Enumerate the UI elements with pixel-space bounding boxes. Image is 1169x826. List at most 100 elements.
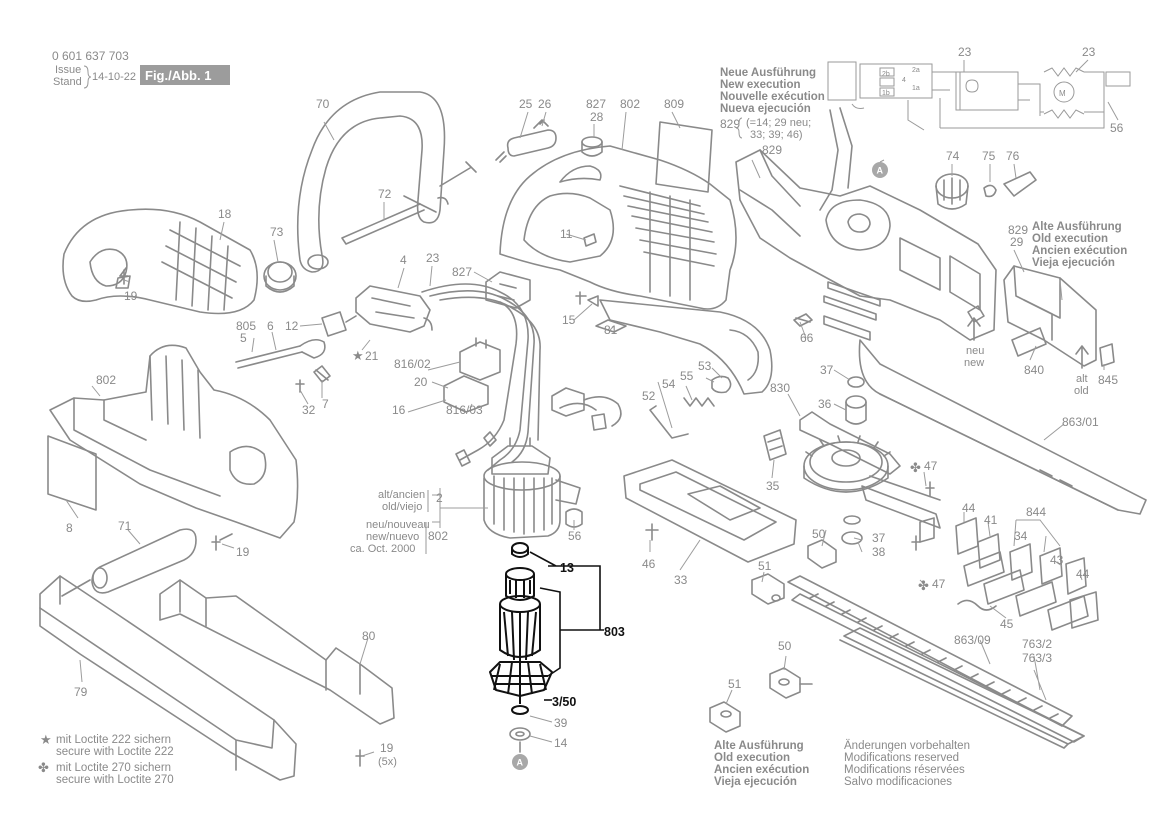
label-19b: 19	[236, 545, 250, 559]
modifications-es: Salvo modificaciones	[844, 776, 952, 788]
old-execution-bottom-block: Alte Ausführung Old execution Ancien exé…	[714, 740, 809, 788]
label-19a: 19	[124, 289, 138, 303]
label-47b: 47	[932, 577, 946, 591]
label-51b: 51	[728, 677, 742, 691]
gear-830	[799, 411, 901, 493]
leader-lines-armature	[529, 551, 604, 743]
modifications-fr: Modifications réservées	[844, 764, 965, 776]
label-8: 8	[66, 521, 73, 535]
label-23b: 23	[958, 45, 972, 59]
doc-number: 0 601 637 703	[52, 49, 129, 63]
wiring-diagram: 2b 1b 2a 1a 4 M	[827, 61, 1131, 131]
arrows-neu-alt	[967, 317, 1089, 369]
label-37b: 37	[872, 531, 886, 545]
guide-80	[159, 579, 395, 725]
label-28: 28	[590, 110, 604, 124]
label-829-note-a: (=14; 29 neu;	[746, 117, 811, 129]
loctite-222-de: mit Loctite 222 sichern	[56, 734, 171, 746]
label-25: 25	[519, 97, 533, 111]
flower-icon-a: ✤	[910, 461, 921, 476]
label-52: 52	[642, 389, 656, 403]
label-6: 6	[267, 319, 274, 333]
label-827b: 827	[452, 265, 472, 279]
marker-a-bottom	[512, 754, 528, 770]
loctite-222-en: secure with Loctite 222	[56, 746, 174, 758]
label-4: 4	[400, 253, 407, 267]
label-816-03: 816/03	[446, 403, 483, 417]
capacitor-25-26	[495, 119, 557, 163]
label-829c: 829	[1008, 223, 1028, 237]
label-53: 53	[698, 359, 712, 373]
label-76: 76	[1006, 149, 1020, 163]
note-brace	[735, 117, 743, 139]
label-41: 41	[984, 513, 998, 527]
knob-827-top	[581, 136, 603, 157]
note-alt: alt	[1076, 373, 1088, 385]
wiring-t1a: 1a	[912, 85, 920, 92]
armature-803: A	[489, 542, 553, 770]
label-809: 809	[664, 97, 684, 111]
knob-74	[935, 173, 969, 210]
label-56a: 56	[568, 529, 582, 543]
modifications-block: Änderungen vorbehalten Modifications res…	[844, 740, 970, 788]
old-execution-right-block: Alte Ausführung Old execution Ancien exé…	[1032, 221, 1127, 269]
note-neu-nouveau: neu/nouveau	[366, 519, 430, 531]
old-exec-right-en: Old execution	[1032, 233, 1108, 245]
header-brace	[83, 65, 92, 89]
small-parts-right	[793, 281, 1115, 367]
part-35	[763, 429, 787, 461]
label-44a: 44	[962, 501, 976, 515]
label-763-2: 763/2	[1022, 637, 1052, 651]
wiring-t2b: 2b	[882, 71, 890, 78]
label-43: 43	[1050, 553, 1064, 567]
switch-assembly-4	[321, 285, 433, 337]
label-38: 38	[872, 545, 886, 559]
roller-parts-old	[709, 667, 813, 733]
flower-icon-b: ✤	[918, 579, 929, 594]
label-21: 21	[365, 349, 379, 363]
label-80: 80	[362, 629, 376, 643]
label-39: 39	[554, 716, 568, 730]
header: 0 601 637 703 Issue Stand 14-10-22 Fig./…	[52, 49, 230, 89]
old-exec-right-de: Alte Ausführung	[1032, 221, 1122, 233]
loctite-270-de: mit Loctite 270 sichern	[56, 762, 171, 774]
label-73: 73	[270, 225, 284, 239]
note-old: old	[1074, 385, 1089, 397]
legend-flower-icon: ✤	[38, 761, 49, 776]
guide-79	[39, 575, 297, 781]
marker-a-bottom-label: A	[517, 758, 524, 768]
marker-a-top-label: A	[877, 166, 884, 176]
label-20: 20	[414, 375, 428, 389]
electronic-module-816	[443, 337, 501, 413]
note-old-viejo: old/viejo	[382, 501, 422, 513]
label-75: 75	[982, 149, 996, 163]
wiring-harness	[421, 283, 541, 471]
new-exec-de: Neue Ausführung	[720, 67, 816, 79]
note-new-nuevo: new/nuevo	[366, 531, 419, 543]
cable-5	[235, 338, 326, 369]
label-19c: 19	[380, 741, 394, 755]
date: 14-10-22	[92, 71, 136, 83]
label-7: 7	[322, 397, 329, 411]
label-54: 54	[662, 377, 676, 391]
label-5: 5	[240, 331, 247, 345]
old-exec-bottom-en: Old execution	[714, 752, 790, 764]
label-827a: 827	[586, 97, 606, 111]
legend-star-icon: ★	[40, 733, 52, 748]
label-47a: 47	[924, 459, 938, 473]
leader-lines	[65, 59, 1119, 757]
cover-plate-8	[47, 435, 97, 511]
blade-guide-863-09	[787, 575, 1085, 749]
label-50a: 50	[812, 527, 826, 541]
housing-shell-18	[62, 208, 258, 315]
label-14: 14	[554, 736, 568, 750]
label-36: 36	[818, 397, 832, 411]
label-840: 840	[1024, 363, 1044, 377]
label-802b: 802	[96, 373, 116, 387]
old-exec-right-es: Vieja ejecución	[1032, 257, 1115, 269]
label-802a: 802	[620, 97, 640, 111]
star-icon: ★	[352, 349, 364, 364]
tube-71	[91, 528, 197, 594]
label-35: 35	[766, 479, 780, 493]
